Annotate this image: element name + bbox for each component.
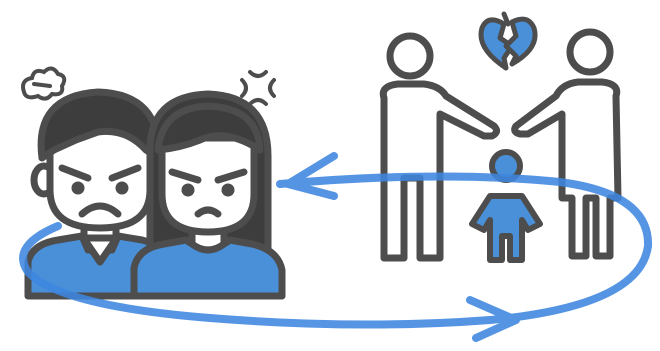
anger-vein-icon — [242, 72, 274, 104]
child-icon — [472, 152, 540, 260]
anger-scribble-icon — [23, 68, 64, 98]
broken-heart-icon — [481, 14, 535, 68]
angry-woman-icon — [134, 94, 282, 296]
